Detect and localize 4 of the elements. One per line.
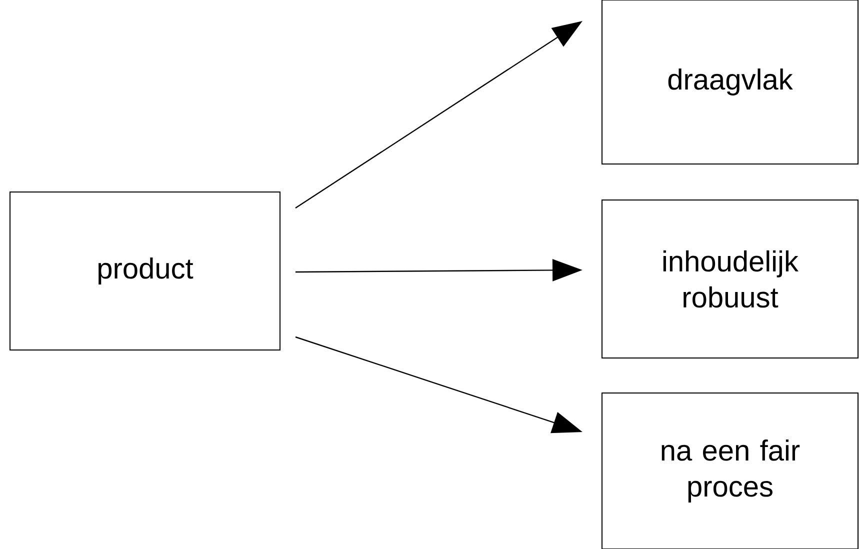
process-box: na een fair proces bbox=[602, 392, 858, 549]
process-box: inhoudelijk robuust bbox=[602, 200, 858, 358]
process-box: product bbox=[10, 192, 280, 350]
process-box: draagvlak bbox=[602, 0, 858, 164]
